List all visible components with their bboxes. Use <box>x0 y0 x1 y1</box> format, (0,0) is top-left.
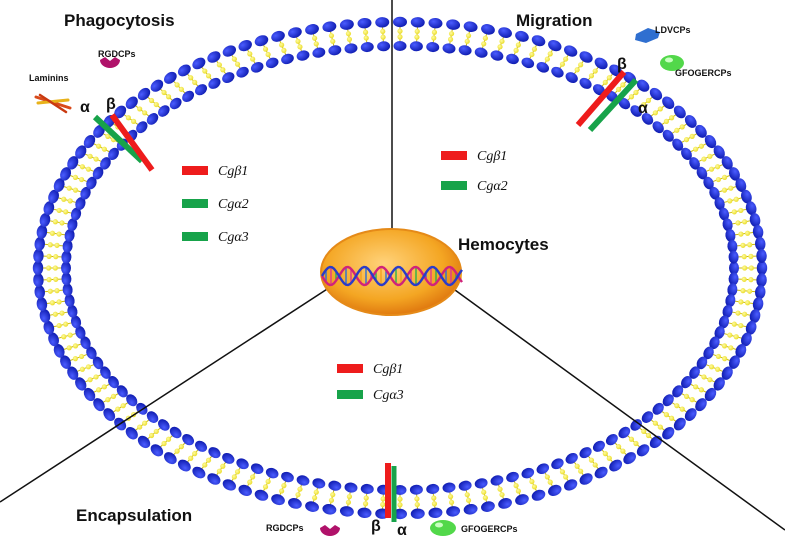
legend-swatch <box>182 199 208 208</box>
beta-subunit <box>109 113 155 172</box>
cell-membrane-bilayer <box>32 16 768 520</box>
beta-label-encapsulation: β <box>371 518 381 535</box>
legend-swatch <box>441 151 467 160</box>
legend-item: Cgβ1 <box>337 362 403 377</box>
alpha-label-phagocytosis: α <box>80 99 90 116</box>
label-rgdcps-phagocytosis: RGDCPs <box>98 49 136 59</box>
beta-label-phagocytosis: β <box>106 96 116 113</box>
label-rgdcps-encapsulation: RGDCPs <box>266 523 304 533</box>
legend-swatch <box>337 390 363 399</box>
rgdcp-ligand-icon <box>100 57 120 68</box>
legend-item: Cgα3 <box>337 388 404 403</box>
title-phagocytosis: Phagocytosis <box>64 11 175 30</box>
ldvcp-ligand-icon <box>635 28 660 43</box>
alpha-label-migration: α <box>638 100 648 117</box>
legend-item: Cgβ1 <box>441 149 507 164</box>
legend-swatch <box>441 181 467 190</box>
legend-label: Cgα2 <box>218 197 249 212</box>
legend-label: Cgα3 <box>218 230 249 245</box>
alpha-label-encapsulation: α <box>397 522 407 539</box>
receptor-migration <box>575 70 639 133</box>
legend-item: Cgβ1 <box>182 164 248 179</box>
legend-item: Cgα3 <box>182 230 249 245</box>
label-ldvcps: LDVCPs <box>655 25 691 35</box>
alpha-subunit <box>92 114 145 164</box>
receptor-phagocytosis <box>92 113 155 172</box>
beta-subunit <box>575 70 627 127</box>
nucleus <box>320 228 463 316</box>
legend-swatch <box>182 166 208 175</box>
title-hemocytes: Hemocytes <box>458 235 549 254</box>
divider-right <box>443 281 785 531</box>
legend-label: Cgα2 <box>477 179 508 194</box>
gfogercp-ligand-icon-migration <box>660 55 684 71</box>
legend-label: Cgβ1 <box>373 362 403 377</box>
legend-label: Cgα3 <box>373 388 404 403</box>
title-migration: Migration <box>516 11 593 30</box>
beta-label-migration: β <box>617 56 627 73</box>
title-encapsulation: Encapsulation <box>76 506 192 525</box>
label-laminins: Laminins <box>29 73 69 83</box>
legend-swatch <box>337 364 363 373</box>
laminin-ligand-icon <box>34 93 72 114</box>
dna-helix-icon <box>320 265 463 287</box>
gfogercp-ligand-icon-encapsulation <box>430 520 456 536</box>
legend-item: Cgα2 <box>441 179 508 194</box>
divider-left <box>0 281 339 503</box>
rgdcp-ligand-icon-encapsulation <box>320 525 340 536</box>
alpha-subunit <box>587 77 639 133</box>
legend-label: Cgβ1 <box>218 164 248 179</box>
lipid-heads <box>32 16 768 520</box>
label-gfogercps-migration: GFOGERCPs <box>675 68 732 78</box>
receptor-encapsulation <box>385 463 397 522</box>
label-gfogercps-encapsulation: GFOGERCPs <box>461 524 518 534</box>
legend-swatch <box>182 232 208 241</box>
legend-item: Cgα2 <box>182 197 249 212</box>
legend-label: Cgβ1 <box>477 149 507 164</box>
